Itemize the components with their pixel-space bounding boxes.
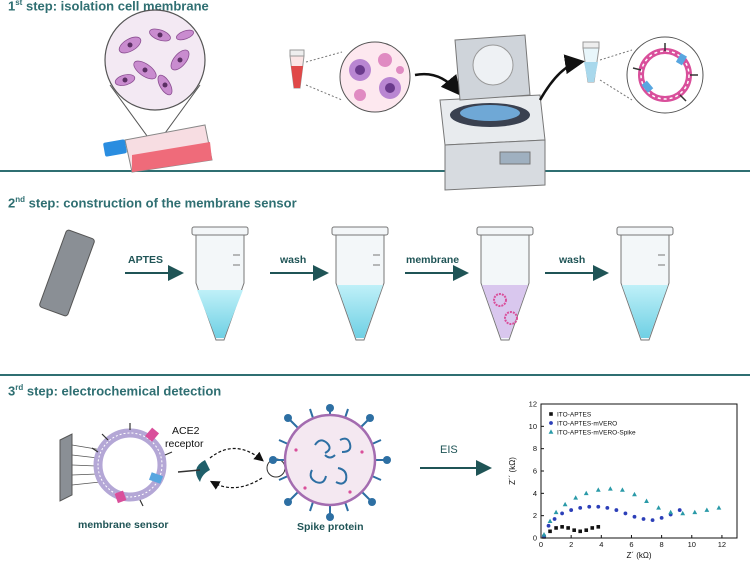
series-ITO-APTES-mVERO <box>542 504 682 538</box>
data-point <box>578 529 582 534</box>
culture-flask <box>103 124 213 173</box>
tube-aptes <box>191 226 249 341</box>
x-tick-label: 8 <box>660 540 664 549</box>
divider-1 <box>0 170 750 172</box>
label-membrane-sensor: membrane sensor <box>78 519 169 531</box>
y-tick-label: 0 <box>533 534 537 543</box>
data-point <box>553 509 559 515</box>
data-point <box>668 509 674 515</box>
membrane-tube <box>582 41 600 83</box>
data-point <box>632 491 637 497</box>
divider-2 <box>0 374 750 376</box>
data-point <box>548 429 554 434</box>
x-tick-label: 6 <box>629 540 633 549</box>
data-point <box>566 526 570 530</box>
nyquist-chart: 0 2 4 6 8 10 12 0 2 4 6 8 10 12 ITO-APTES ITO-APTES-mV… <box>505 398 743 560</box>
data-point <box>716 505 722 510</box>
plot-frame <box>540 403 738 539</box>
data-point <box>596 504 601 509</box>
label-aptes: APTES <box>128 254 164 266</box>
sample-tube-red <box>289 49 305 89</box>
centrifuge <box>439 34 546 191</box>
data-point <box>590 526 595 530</box>
x-tick-label: 2 <box>569 540 573 549</box>
step3-title: 3rd step: electrochemical detection <box>8 383 222 399</box>
data-point <box>680 510 686 516</box>
step1-title: 1st step: isolation cell membrane <box>8 0 209 14</box>
label-wash-2: wash <box>559 254 586 266</box>
series-ITO-APTES-mVERO-Spike <box>541 486 722 537</box>
tube-membrane <box>476 226 534 341</box>
tube-wash-1 <box>331 226 389 341</box>
data-point <box>595 487 601 492</box>
data-point <box>547 518 553 524</box>
data-point <box>596 525 601 529</box>
y-tick-label: 6 <box>533 467 537 476</box>
data-point <box>549 421 553 425</box>
data-point <box>644 498 649 503</box>
ace2-receptor <box>177 460 210 482</box>
tube-wash-2 <box>616 226 674 341</box>
data-point <box>605 505 610 510</box>
data-point <box>552 517 557 521</box>
data-point <box>572 528 576 532</box>
data-point <box>554 526 558 530</box>
label-spike-protein: Spike protein <box>297 521 364 533</box>
data-point <box>548 529 552 534</box>
data-point <box>560 511 565 516</box>
y-tick-label: 10 <box>529 422 537 431</box>
data-point <box>632 514 637 519</box>
data-point <box>659 516 664 520</box>
x-tick-label: 10 <box>688 540 696 549</box>
legend-label: ITO-APTES <box>557 412 592 419</box>
data-point <box>677 508 682 512</box>
step2-title: 2nd step: construction of the membrane s… <box>8 195 297 211</box>
data-point <box>607 486 613 491</box>
cell-culture-magnified <box>104 9 206 141</box>
data-point <box>578 505 583 510</box>
lysed-cells-magnified <box>339 41 411 113</box>
data-point <box>614 508 619 512</box>
data-point <box>546 523 551 528</box>
x-tick-label: 0 <box>539 540 543 549</box>
y-tick-label: 4 <box>533 489 537 498</box>
data-point <box>656 505 661 510</box>
legend-label: ITO-APTES-mVERO-Spike <box>557 430 636 437</box>
label-ace2-line1: ACE2 <box>172 425 200 437</box>
y-tick-label: 12 <box>529 400 537 409</box>
data-point <box>620 487 625 492</box>
membrane-sensor-graphic <box>59 423 173 507</box>
y-tick-label: 2 <box>533 511 537 520</box>
data-point <box>584 528 589 532</box>
data-point <box>692 509 698 515</box>
label-ace2-line2: receptor <box>165 438 204 450</box>
label-eis: EIS <box>440 444 458 456</box>
data-point <box>573 495 579 500</box>
data-point <box>583 490 589 496</box>
data-point <box>562 501 568 507</box>
spike-virus <box>269 404 391 521</box>
data-point <box>623 511 628 516</box>
data-point <box>650 518 655 523</box>
label-membrane: membrane <box>406 254 460 266</box>
y-axis-label: Z´´ (kΩ) <box>508 457 517 485</box>
x-tick-label: 4 <box>599 540 603 549</box>
data-point <box>549 412 553 416</box>
nyquist-plot-svg: 0 2 4 6 8 10 12 0 2 4 6 8 10 12 ITO-APTES ITO-APTES-mV… <box>508 400 738 560</box>
data-point <box>560 525 564 529</box>
data-point <box>541 532 547 537</box>
label-wash-1: wash <box>280 254 307 266</box>
data-point <box>569 508 574 512</box>
data-point <box>641 517 646 521</box>
ito-electrode-slide <box>39 229 95 317</box>
membrane-vesicle-magnified <box>626 36 704 114</box>
x-axis-label: Z´ (kΩ) <box>626 551 651 560</box>
y-tick-label: 8 <box>533 444 537 453</box>
data-point <box>704 507 710 512</box>
x-tick-label: 12 <box>718 540 726 549</box>
data-point <box>587 504 592 509</box>
legend-label: ITO-APTES-mVERO <box>557 421 617 428</box>
